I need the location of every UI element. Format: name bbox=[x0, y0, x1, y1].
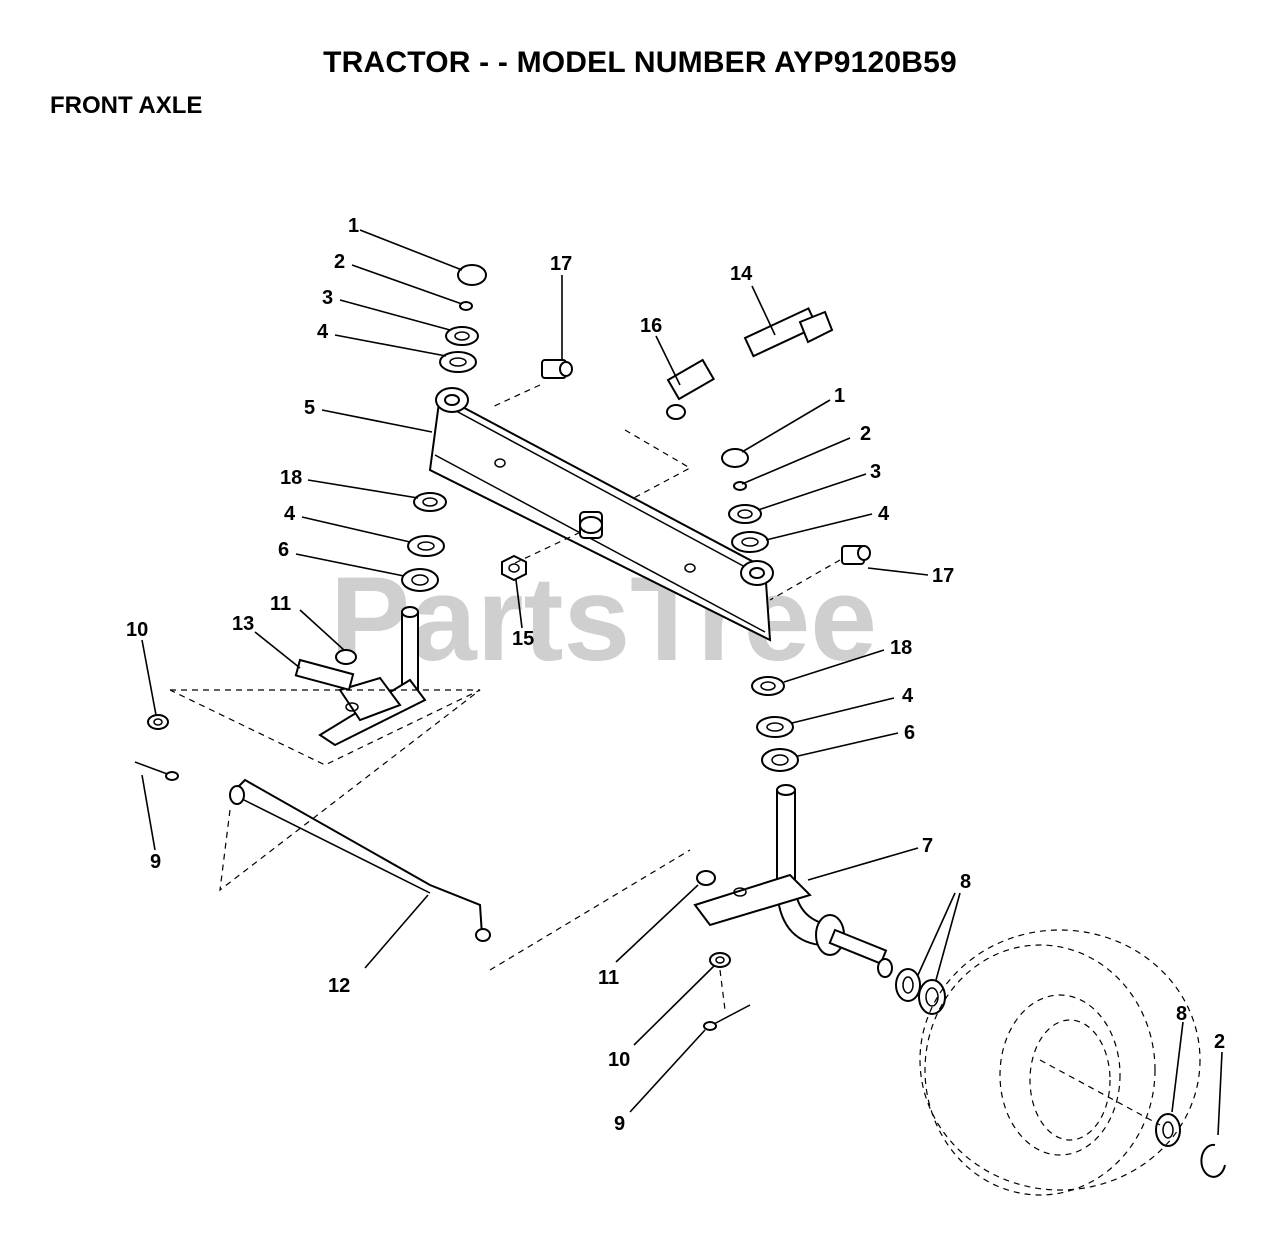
section-title: FRONT AXLE bbox=[50, 92, 203, 119]
callout-5: 5 bbox=[304, 397, 315, 419]
callout-3: 3 bbox=[870, 461, 881, 483]
callout-4: 4 bbox=[317, 321, 329, 343]
callout-11: 11 bbox=[270, 593, 291, 615]
callout-1: 1 bbox=[834, 385, 845, 407]
callout-1: 1 bbox=[348, 215, 359, 237]
callout-4: 4 bbox=[902, 685, 914, 707]
callout-11: 11 bbox=[598, 967, 619, 989]
right-spindle bbox=[693, 784, 893, 978]
callout-13: 13 bbox=[232, 613, 254, 635]
callout-2: 2 bbox=[334, 251, 345, 273]
callout-12: 12 bbox=[328, 975, 350, 997]
callout-2: 2 bbox=[860, 423, 871, 445]
tie-rod bbox=[229, 778, 491, 942]
callout-6: 6 bbox=[278, 539, 289, 561]
left-spindle bbox=[294, 606, 427, 747]
assembly-lines bbox=[169, 384, 841, 1011]
right-cotter-hardware bbox=[696, 870, 751, 1031]
fittings-and-fasteners bbox=[501, 307, 871, 582]
callout-8: 8 bbox=[1176, 1003, 1187, 1025]
callout-6: 6 bbox=[904, 722, 915, 744]
callout-18: 18 bbox=[280, 467, 302, 489]
callout-17: 17 bbox=[550, 253, 572, 275]
e-clip bbox=[1200, 1143, 1226, 1178]
callout-16: 16 bbox=[640, 315, 662, 337]
page-title: TRACTOR - - MODEL NUMBER AYP9120B59 bbox=[323, 46, 957, 79]
callout-labels: 1 2 3 4 5 18 4 6 17 14 16 1 2 3 4 17 15 … bbox=[126, 215, 1225, 1135]
wheel-outline bbox=[919, 929, 1201, 1196]
callout-7: 7 bbox=[922, 835, 933, 857]
callout-17: 17 bbox=[932, 565, 954, 587]
callout-14: 14 bbox=[730, 263, 753, 285]
callout-10: 10 bbox=[608, 1049, 630, 1071]
axle-beam bbox=[428, 387, 774, 642]
left-cotter-hardware bbox=[134, 714, 179, 781]
axle-washers bbox=[895, 968, 1181, 1147]
callout-9: 9 bbox=[614, 1113, 625, 1135]
callout-2: 2 bbox=[1214, 1031, 1225, 1053]
callout-4: 4 bbox=[878, 503, 890, 525]
leader-lines bbox=[141, 229, 1223, 1136]
callout-18: 18 bbox=[890, 637, 912, 659]
callout-10: 10 bbox=[126, 619, 148, 641]
right-spindle-hardware bbox=[721, 448, 799, 772]
callout-4: 4 bbox=[284, 503, 296, 525]
cap-left bbox=[457, 264, 487, 286]
callout-15: 15 bbox=[512, 628, 534, 650]
callout-3: 3 bbox=[322, 287, 333, 309]
left-spindle-hardware bbox=[401, 264, 487, 592]
callout-8: 8 bbox=[960, 871, 971, 893]
callout-9: 9 bbox=[150, 851, 161, 873]
